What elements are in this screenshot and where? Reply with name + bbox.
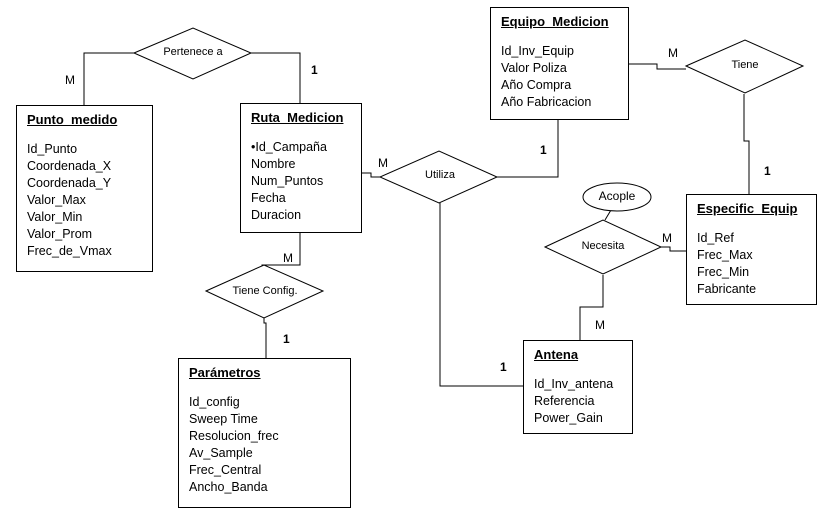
relationship-utiliza-diamond <box>378 150 499 204</box>
connector-utiliza-antena <box>439 203 524 387</box>
entity-ruta-medicion-title: Ruta_Medicion <box>251 110 344 125</box>
cardinality-necesita-m-especific: M <box>662 231 672 245</box>
connector-tiene-especific <box>743 94 750 194</box>
entity-parametros: Parámetros Id_config Sweep Time Resoluci… <box>178 358 351 508</box>
attribute-id-punto: Id_Punto <box>27 142 78 156</box>
attribute-id-campana: •Id_Campaña <box>251 140 327 154</box>
attribute-coordenada-x: Coordenada_X <box>27 159 112 173</box>
entity-equipo-medicion-title: Equipo_Medicion <box>501 14 609 29</box>
relationship-pertenece-diamond <box>132 27 253 80</box>
attribute-num-puntos: Num_Puntos <box>251 174 324 188</box>
connector-necesita-especific <box>661 246 686 252</box>
attribute-power-gain: Power_Gain <box>534 411 603 425</box>
cardinality-tiene-config-1: 1 <box>283 332 290 346</box>
attribute-id-inv-antena: Id_Inv_antena <box>534 377 614 391</box>
entity-equipo-medicion-attributes: Id_Inv_Equip Valor Poliza Año Compra Año… <box>501 43 628 111</box>
entity-ruta-medicion-attributes: •Id_Campaña Nombre Num_Puntos Fecha Dura… <box>251 139 361 224</box>
relationship-tiene-label: Tiene <box>731 59 759 71</box>
relationship-tiene-config-diamond <box>204 264 325 319</box>
attribute-valor-min: Valor_Min <box>27 210 83 224</box>
attribute-coordenada-y: Coordenada_Y <box>27 176 112 190</box>
attribute-frec-central: Frec_Central <box>189 463 262 477</box>
attribute-acople-oval <box>582 182 652 212</box>
connector-necesita-antena <box>579 275 604 341</box>
entity-parametros-title: Parámetros <box>189 365 261 380</box>
connector-utiliza-ruta <box>361 172 380 178</box>
cardinality-utiliza-m: M <box>378 156 388 170</box>
relationship-necesita-label: Necesita <box>581 240 625 252</box>
attribute-id-ref: Id_Ref <box>697 231 734 245</box>
entity-antena-attributes: Id_Inv_antena Referencia Power_Gain <box>534 376 632 427</box>
cardinality-tiene-config-m: M <box>283 251 293 265</box>
attribute-fabricante: Fabricante <box>697 282 757 296</box>
cardinality-utiliza-antena-1: 1 <box>500 360 507 374</box>
attribute-valor-max: Valor_Max <box>27 193 86 207</box>
attribute-av-sample: Av_Sample <box>189 446 253 460</box>
cardinality-tiene-m: M <box>668 46 678 60</box>
connector-tiene-equipo <box>628 63 686 70</box>
attribute-frec-min: Frec_Min <box>697 265 750 279</box>
attribute-duracion: Duracion <box>251 208 302 222</box>
connector-necesita-acople <box>604 209 612 221</box>
relationship-tiene-diamond <box>684 39 805 94</box>
connector-tiene-config-parametros <box>263 318 267 359</box>
attribute-acople-label: Acople <box>598 189 636 203</box>
attribute-fecha: Fecha <box>251 191 286 205</box>
attribute-frec-max: Frec_Max <box>697 248 753 262</box>
entity-antena: Antena Id_Inv_antena Referencia Power_Ga… <box>523 340 633 434</box>
entity-especific-equip: Especific_Equip Id_Ref Frec_Max Frec_Min… <box>686 194 817 305</box>
cardinality-pertenece-m: M <box>65 73 75 87</box>
cardinality-tiene-1: 1 <box>764 164 771 178</box>
connector-pertenece-ruta <box>251 52 301 103</box>
connector-tiene-config-ruta <box>261 233 301 269</box>
attribute-nombre: Nombre <box>251 157 296 171</box>
attribute-sweep-time: Sweep Time <box>189 412 258 426</box>
relationship-tiene-config-label: Tiene Config. <box>232 285 298 297</box>
attribute-valor-poliza: Valor Poliza <box>501 61 567 75</box>
attribute-valor-prom: Valor_Prom <box>27 227 93 241</box>
entity-parametros-attributes: Id_config Sweep Time Resolucion_frec Av_… <box>189 394 350 496</box>
entity-punto-medido: Punto_medido Id_Punto Coordenada_X Coord… <box>16 105 153 272</box>
cardinality-utiliza-equipo-1: 1 <box>540 143 547 157</box>
entity-especific-equip-attributes: Id_Ref Frec_Max Frec_Min Fabricante <box>697 230 816 298</box>
entity-antena-title: Antena <box>534 347 579 362</box>
attribute-ancho-banda: Ancho_Banda <box>189 480 268 494</box>
cardinality-necesita-m-antena: M <box>595 318 605 332</box>
connector-utiliza-equipo <box>497 119 559 178</box>
entity-punto-medido-title: Punto_medido <box>27 112 118 127</box>
attribute-id-config: Id_config <box>189 395 240 409</box>
entity-especific-equip-title: Especific_Equip <box>697 201 798 216</box>
connector-pertenece-punto <box>83 52 134 105</box>
entity-ruta-medicion: Ruta_Medicion •Id_Campaña Nombre Num_Pun… <box>240 103 362 233</box>
attribute-ano-fabricacion: Año Fabricacion <box>501 95 592 109</box>
attribute-frec-de-vmax: Frec_de_Vmax <box>27 244 112 258</box>
relationship-pertenece-label: Pertenece a <box>163 46 223 58</box>
attribute-resolucion-frec: Resolucion_frec <box>189 429 279 443</box>
attribute-ano-compra: Año Compra <box>501 78 572 92</box>
cardinality-pertenece-1: 1 <box>311 63 318 77</box>
entity-punto-medido-attributes: Id_Punto Coordenada_X Coordenada_Y Valor… <box>27 141 152 260</box>
relationship-necesita-diamond <box>543 219 663 275</box>
entity-equipo-medicion: Equipo_Medicion Id_Inv_Equip Valor Poliz… <box>490 7 629 120</box>
relationship-utiliza-label: Utiliza <box>425 169 455 181</box>
attribute-id-inv-equip: Id_Inv_Equip <box>501 44 574 58</box>
attribute-referencia: Referencia <box>534 394 595 408</box>
